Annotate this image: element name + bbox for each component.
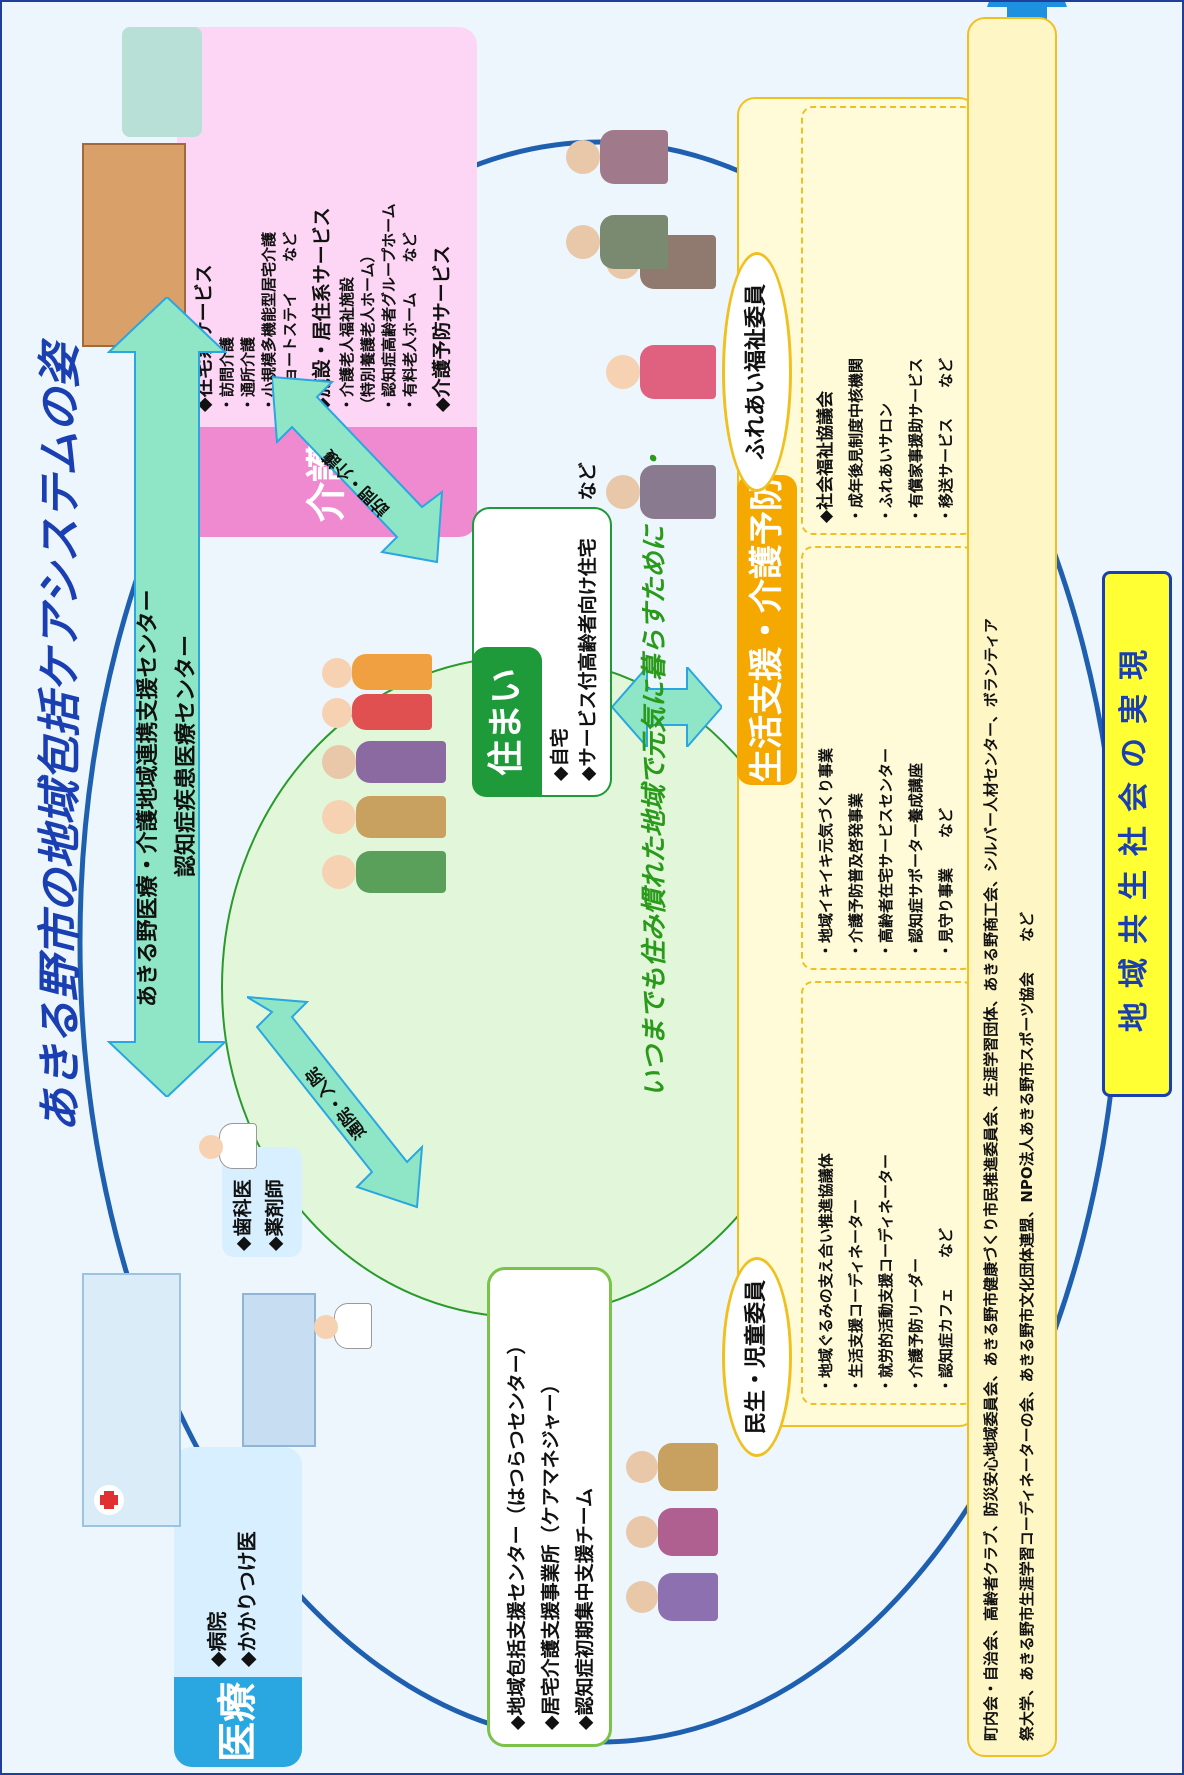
life-support-col1-item-1: ・地域ぐるみの支え合い推進協議体: [817, 1153, 835, 1393]
minsei-bubble: 民生・児童委員: [722, 1257, 792, 1457]
support-center-item-3: ◆認知症初期集中支援チーム: [574, 1487, 596, 1730]
life-support-col1-item-4: ・介護予防リーダー: [907, 1257, 925, 1393]
life-support-col3-item-2: ・ふれあいサロン: [877, 402, 895, 523]
housing-header: 住まい: [472, 647, 542, 797]
housing-box: 住まい ◆自宅 ◆サービス付高齢者向け住宅 など: [472, 462, 612, 797]
medical-list: ◆病院 ◆かかりつけ医: [202, 1531, 262, 1667]
community-box: 町内会・自治会、高齢者クラブ、防災安心地域委員会、あきる野市健康づくり市民推進委…: [967, 17, 1057, 1757]
support-centers-list: ◆地域包括支援センター（はつらつセンター） ◆居宅介護支援事業所（ケアマネジャー…: [500, 1335, 602, 1730]
life-support-col3: ◆社会福祉協議会 ・成年後見制度中核機関 ・ふれあいサロン ・有償家事援助サービ…: [801, 106, 975, 535]
support-center-item-1: ◆地域包括支援センター（はつらつセンター）: [506, 1335, 528, 1730]
realization-label: 地域共生社会の実現: [1102, 571, 1172, 1097]
fureai-bubble: ふれあい福祉委員: [722, 252, 792, 492]
visit-arrow: [272, 375, 444, 564]
life-support-col3-item-1: ・成年後見制度中核機関: [847, 357, 865, 523]
community-line2: 祭大学、あきる野市生涯学習コーディネーターの会、あきる野市文化団体連盟、NPO法…: [1018, 911, 1036, 1741]
life-support-col3-item-3: ・有償家事援助サービス: [907, 357, 925, 523]
medical-item-family-doctor: ◆かかりつけ医: [235, 1531, 259, 1667]
care-home-item-2: ・通所介護: [239, 336, 257, 412]
life-support-col3-item-4: ・移送サービス など: [937, 357, 955, 523]
slogan: いつまでも住み慣れた地域で元気に暮らすために・・・: [640, 447, 670, 1097]
life-support-col3-head: ◆社会福祉協議会: [816, 390, 836, 523]
life-support-col2-item-3: ・高齢者在宅サービスセンター: [877, 747, 895, 958]
medical-center-line2: 認知症疾患医療センター: [174, 634, 199, 877]
page-title: あきる野市の地域包括ケアシステムの姿: [35, 343, 86, 1132]
elderly-group-icon: [292, 647, 462, 897]
medical-item-hospital: ◆病院: [205, 1611, 229, 1667]
life-support-col1-item-3: ・就労的活動支援コーディネーター: [877, 1154, 895, 1393]
life-support-col2-item-1: ・地域イキイキ元気づくり事業: [817, 747, 835, 958]
minsei-people-icon: [622, 1437, 722, 1627]
bath-care-icon: [122, 27, 202, 137]
life-support-col2-item-5: ・見守り事業 など: [937, 807, 955, 958]
life-support-col2: ・地域イキイキ元気づくり事業 ・介護予防普及啓発事業 ・高齢者在宅サービスセンタ…: [801, 546, 975, 970]
clinic-icon: [242, 1293, 316, 1447]
life-support-col2-item-2: ・介護予防普及啓発事業: [847, 792, 865, 958]
doctor-icon: [312, 1297, 372, 1357]
medical-center-arrow: [107, 297, 227, 1097]
housing-list: ◆自宅 ◆サービス付高齢者向け住宅 など: [546, 462, 602, 781]
medical-header: 医療: [174, 1677, 302, 1767]
center-arrow: [612, 667, 722, 747]
outpatient-arrow: [247, 996, 424, 1209]
housing-item-service-housing: ◆サービス付高齢者向け住宅 など: [577, 462, 599, 781]
medical-box: 医療 ◆病院 ◆かかりつけ医: [174, 1447, 302, 1767]
support-centers-box: ◆地域包括支援センター（はつらつセンター） ◆居宅介護支援事業所（ケアマネジャー…: [487, 1267, 612, 1747]
community-line1: 町内会・自治会、高齢者クラブ、防災安心地域委員会、あきる野市健康づくり市民推進委…: [982, 618, 1000, 1741]
life-support-col1-item-5: ・認知症カフェ など: [937, 1227, 955, 1393]
life-support-header: 生活支援・介護予防: [737, 475, 797, 785]
elderly-exercise-icon: [562, 117, 672, 277]
hospital-icon: [82, 1273, 181, 1527]
life-support-col1-item-2: ・生活支援コーディネーター: [847, 1199, 865, 1393]
housing-item-home: ◆自宅: [549, 728, 571, 781]
medical-center-line1: あきる野医療・介護地域連携支援センター: [136, 589, 161, 1007]
life-support-col2-item-4: ・認知症サポーター養成講座: [907, 762, 925, 958]
support-center-item-2: ◆居宅介護支援事業所（ケアマネジャー）: [540, 1374, 562, 1730]
life-support-col1: ・地域ぐるみの支え合い推進協議体 ・生活支援コーディネーター ・就労的活動支援コ…: [801, 981, 975, 1405]
